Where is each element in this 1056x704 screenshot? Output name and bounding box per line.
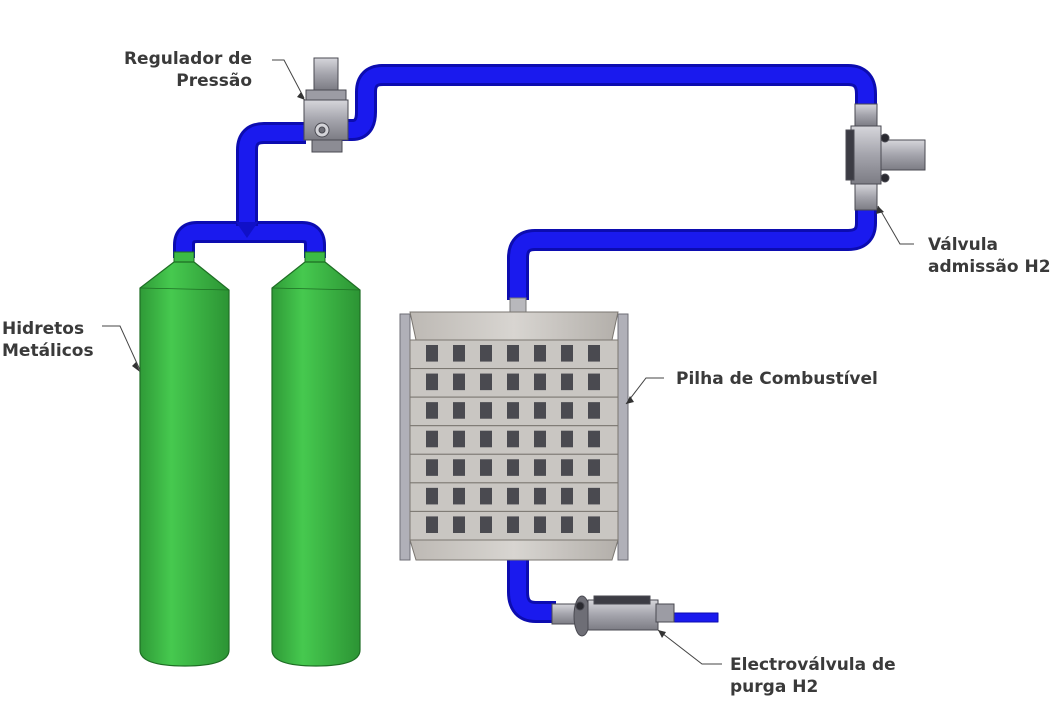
leader-purge <box>657 629 722 665</box>
stack-opening <box>480 459 492 476</box>
fuel-cell-stack <box>399 297 629 561</box>
stack-opening <box>480 402 492 419</box>
pipe-valve-to-stack <box>507 210 877 300</box>
leader-lines <box>102 59 914 665</box>
stack-opening <box>426 430 438 448</box>
pipe-regulator-to-valve <box>341 64 877 141</box>
stack-opening <box>507 345 519 362</box>
stack-opening <box>534 487 546 505</box>
stack-opening <box>507 516 519 533</box>
stack-opening <box>453 516 465 533</box>
pipe-regulator-to-valve-fill <box>342 67 874 138</box>
stack-inlet <box>509 297 527 313</box>
label-hydrides: Hidretos Metálicos <box>2 318 94 362</box>
stack-opening <box>534 402 546 419</box>
stack-opening <box>561 402 573 419</box>
stack-opening <box>426 373 438 391</box>
stack-opening <box>507 402 519 419</box>
stack-plates <box>409 339 619 541</box>
stack-opening <box>426 487 438 505</box>
stack-opening <box>453 487 465 505</box>
leader-stack <box>625 377 664 405</box>
stack-opening <box>561 345 573 362</box>
stack-opening <box>534 373 546 391</box>
stack-opening <box>588 402 600 419</box>
stack-opening <box>480 345 492 362</box>
label-regulator: Regulador de Pressão <box>110 48 252 92</box>
label-regulator-line2: Pressão <box>176 71 252 91</box>
label-stack: Pilha de Combustível <box>676 368 878 390</box>
stack-plate <box>409 368 619 398</box>
stack-opening <box>534 430 546 448</box>
label-stack-text: Pilha de Combustível <box>676 369 878 389</box>
admission-valve <box>845 103 926 211</box>
stack-opening <box>426 459 438 476</box>
stack-opening <box>561 459 573 476</box>
stack-opening <box>588 373 600 391</box>
label-valve-line1: Válvula <box>928 235 999 255</box>
stack-opening <box>561 487 573 505</box>
label-hydrides-line1: Hidretos <box>2 319 85 339</box>
stack-opening <box>507 487 519 505</box>
label-hydrides-line2: Metálicos <box>2 341 94 361</box>
hydride-cylinder-right <box>271 251 361 667</box>
label-purge-line2: purga H2 <box>730 677 819 697</box>
stack-opening <box>426 516 438 533</box>
label-purge-line1: Electroválvula de <box>730 655 896 675</box>
stack-opening <box>480 373 492 391</box>
stack-opening <box>453 345 465 362</box>
pipe-valve-to-stack-fill <box>510 210 874 300</box>
stack-opening <box>534 516 546 533</box>
leader-hydrides <box>102 325 141 371</box>
stack-opening <box>507 459 519 476</box>
hydride-cylinder-left <box>139 251 230 667</box>
label-purge: Electroválvula de purga H2 <box>730 654 896 698</box>
stack-opening <box>480 487 492 505</box>
stack-opening <box>588 459 600 476</box>
label-valve-line2: admissão H2 <box>928 257 1051 277</box>
pressure-regulator <box>303 57 349 153</box>
stack-opening <box>453 373 465 391</box>
pipe-manifold-to-regulator-fill <box>239 125 306 226</box>
stack-opening <box>534 345 546 362</box>
stack-opening <box>480 430 492 448</box>
stack-opening <box>534 459 546 476</box>
stack-opening <box>453 402 465 419</box>
stack-opening <box>426 345 438 362</box>
label-valve: Válvula admissão H2 <box>928 234 1051 278</box>
label-regulator-line1: Regulador de <box>123 49 252 69</box>
stack-opening <box>453 430 465 448</box>
stack-opening <box>588 430 600 448</box>
purge-solenoid-valve <box>551 595 675 637</box>
stack-opening <box>426 402 438 419</box>
stack-opening <box>561 373 573 391</box>
stack-opening <box>507 430 519 448</box>
stack-opening <box>453 459 465 476</box>
stack-opening <box>588 487 600 505</box>
pipe-stack-to-purge-fill <box>510 560 556 620</box>
stack-opening <box>507 373 519 391</box>
stack-opening <box>588 345 600 362</box>
stack-opening <box>561 516 573 533</box>
pipe-cylinders-manifold-fill <box>176 224 323 258</box>
pipes <box>173 64 877 623</box>
leader-regulator <box>272 59 305 99</box>
pipe-manifold-to-regulator <box>236 122 306 226</box>
stack-opening <box>561 430 573 448</box>
pipe-tee-joint <box>236 222 258 238</box>
stack-opening <box>480 516 492 533</box>
leader-valve <box>877 205 914 245</box>
stack-opening <box>588 516 600 533</box>
